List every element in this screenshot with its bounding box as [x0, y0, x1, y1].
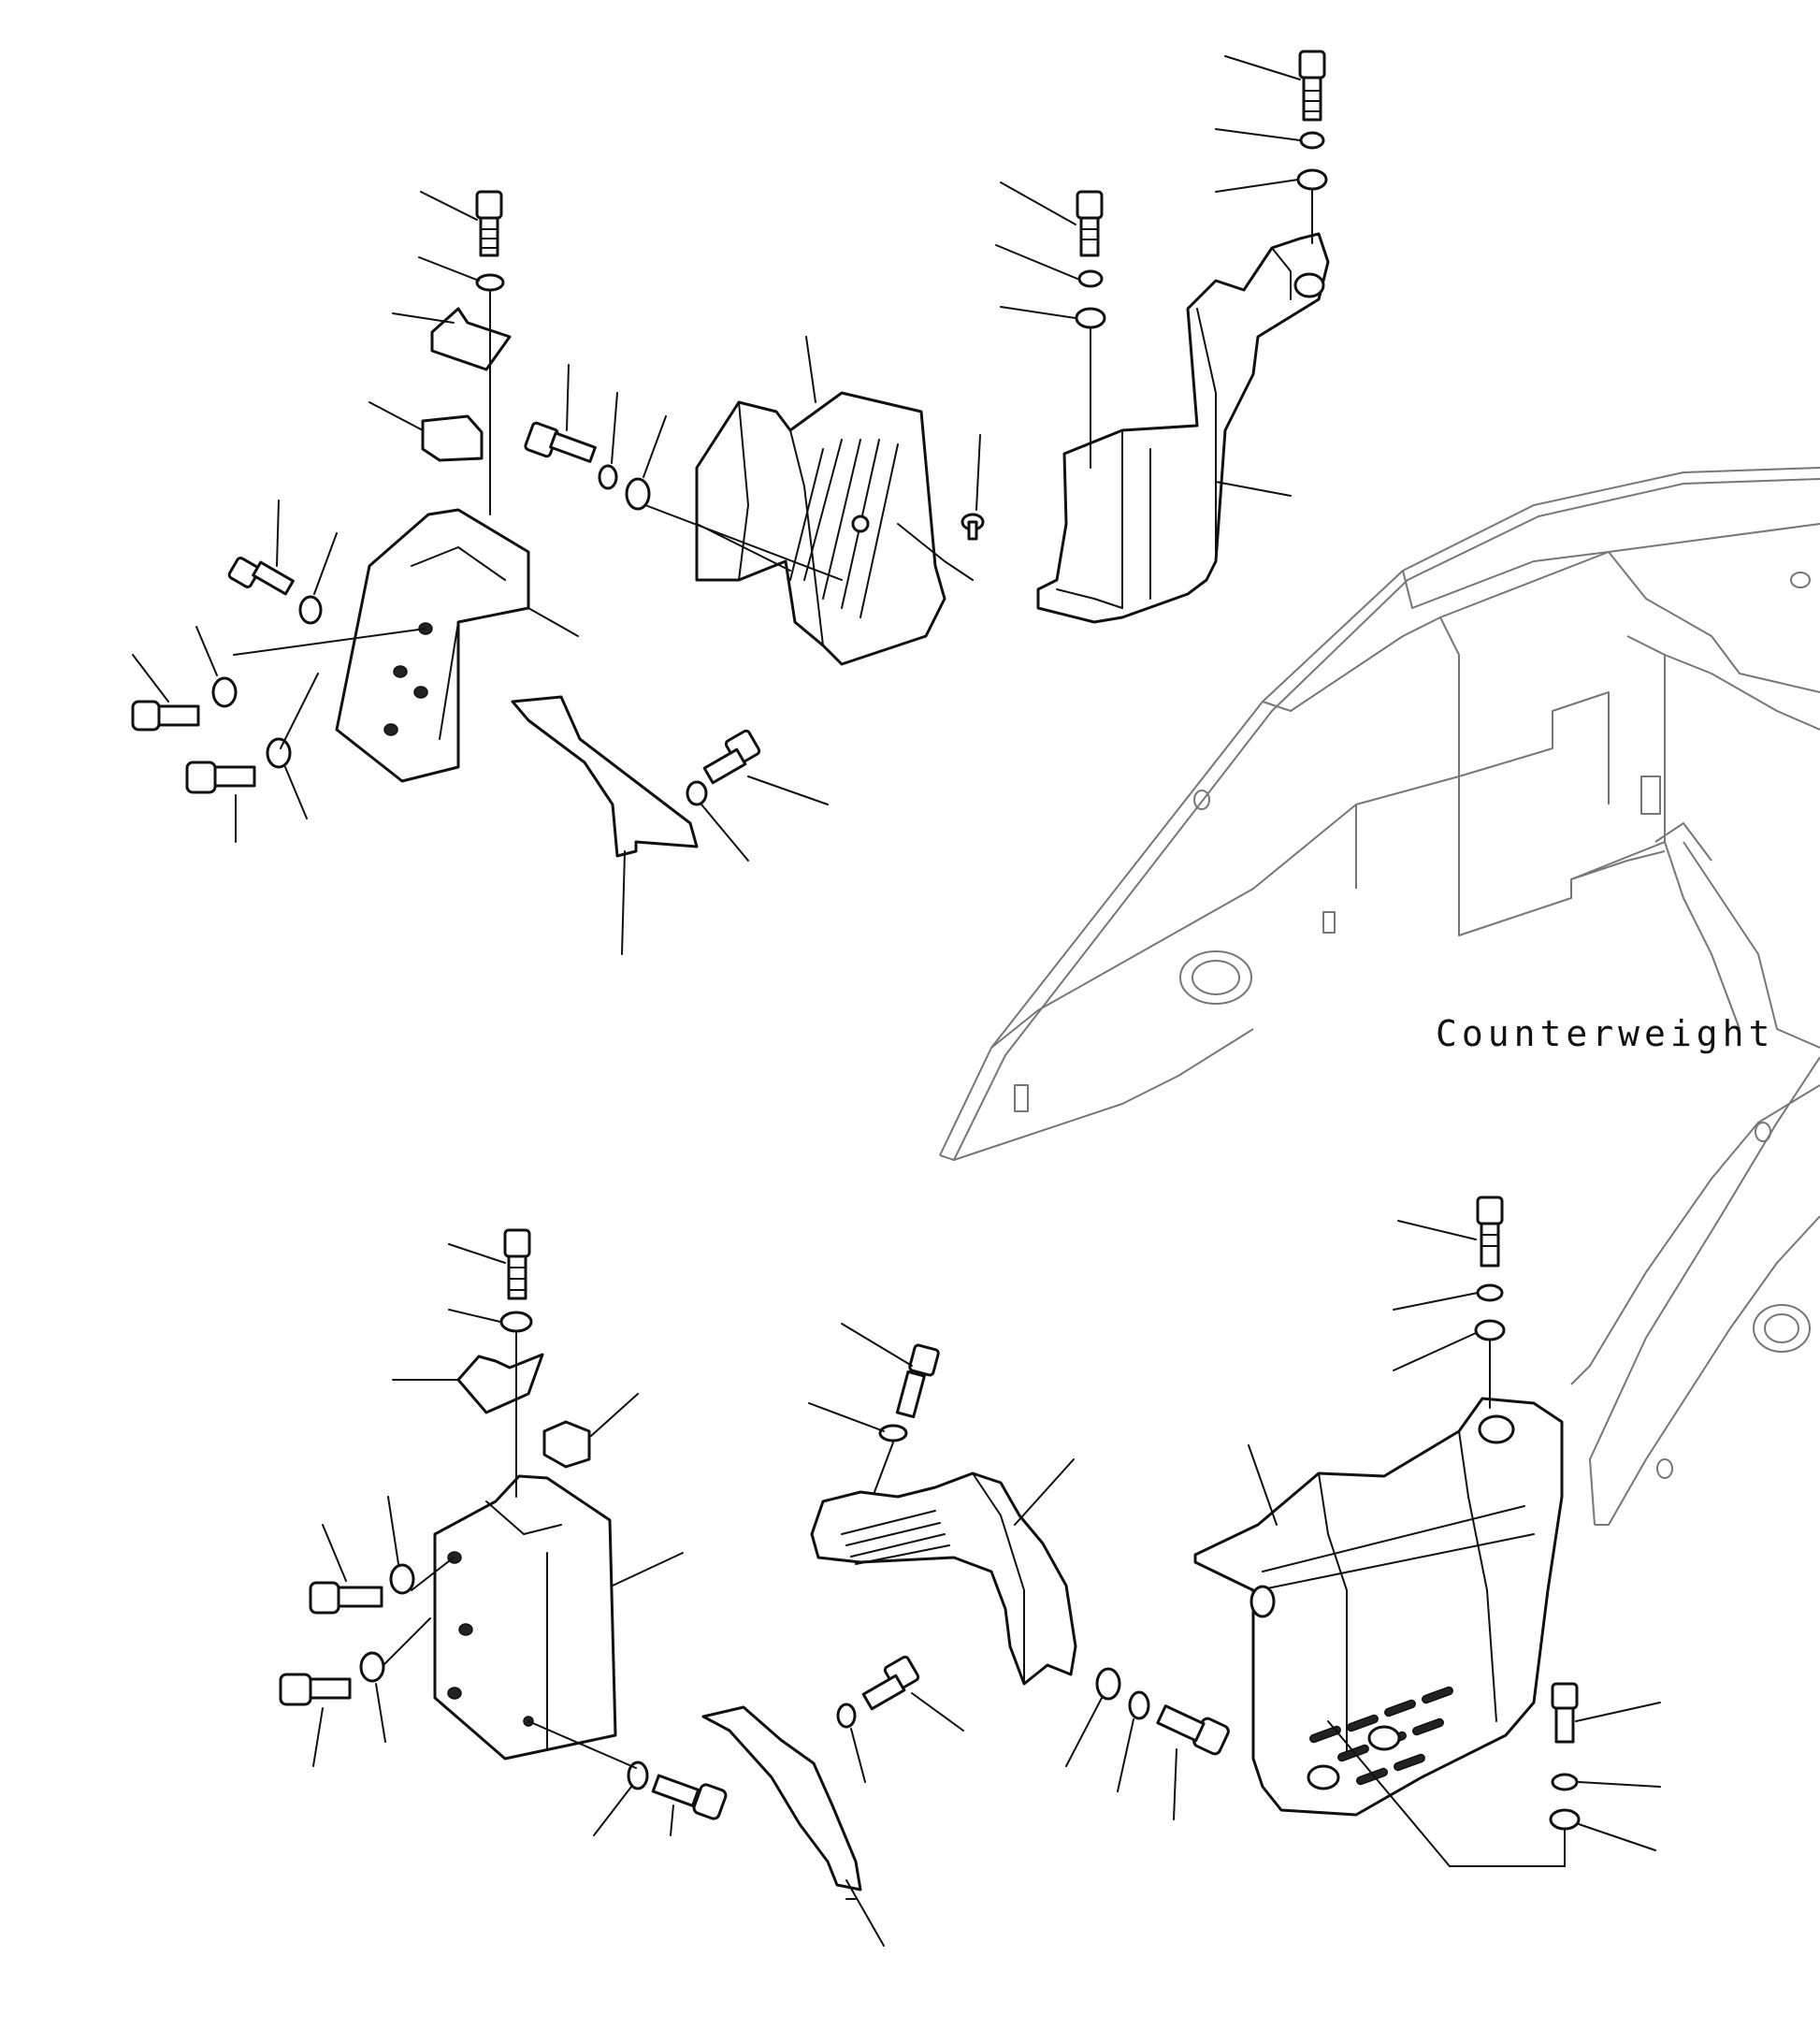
washer-icon — [389, 1563, 415, 1595]
bolt-icon — [651, 1774, 728, 1820]
bolt-icon — [185, 761, 256, 794]
lower-right-step-assembly — [1193, 1196, 1661, 1867]
rivet-icon — [961, 513, 985, 541]
bolt-icon — [1476, 1196, 1504, 1268]
washer-icon — [836, 1703, 857, 1729]
washer-icon — [625, 477, 651, 511]
duct-cover-icon — [695, 391, 946, 666]
air-duct-icon — [1036, 232, 1330, 624]
washer-icon — [211, 676, 238, 708]
bracket-icon — [456, 1353, 544, 1414]
tread-slots — [1307, 1686, 1453, 1790]
side-cover-icon — [433, 1474, 617, 1761]
bolt-icon — [524, 421, 597, 463]
washer-icon — [1551, 1773, 1579, 1791]
bolt-icon — [1076, 190, 1104, 257]
washer-icon — [266, 737, 292, 769]
bolt-icon — [131, 700, 200, 732]
bolt-icon — [279, 1673, 352, 1706]
upper-right-duct-assembly — [995, 50, 1330, 624]
washer-icon — [359, 1651, 385, 1683]
washer-icon — [1299, 131, 1325, 150]
washer-icon — [1549, 1808, 1581, 1831]
washer-icon — [1075, 307, 1106, 329]
bolt-icon — [1156, 1704, 1230, 1756]
rubber-block-icon — [421, 414, 484, 462]
fender-plate-icon — [511, 695, 699, 858]
washer-icon — [1095, 1667, 1121, 1701]
washer-icon — [686, 780, 708, 806]
rubber-block-icon — [542, 1420, 591, 1469]
bolt-icon — [309, 1581, 383, 1615]
counterweight-label: Counterweight — [1436, 1013, 1774, 1054]
counterweight-outline — [939, 467, 1820, 1526]
washer-icon — [1128, 1690, 1150, 1720]
washer-icon — [1476, 1283, 1504, 1302]
fender-plate-icon — [701, 1705, 862, 1891]
upper-left-cover-assembly — [131, 190, 829, 955]
bolt-icon — [475, 190, 503, 257]
bolt-icon — [702, 729, 761, 785]
lower-left-cover-assembly — [279, 1228, 964, 1947]
washer-icon — [499, 1311, 533, 1333]
bolt-icon — [895, 1343, 940, 1419]
bolt-icon — [1551, 1682, 1579, 1744]
upper-middle-duct-assembly — [524, 336, 985, 666]
washer-icon — [298, 595, 323, 625]
washer-icon — [1296, 168, 1328, 191]
bolt-icon — [861, 1655, 920, 1711]
bolt-icon — [503, 1228, 531, 1300]
side-cover-icon — [335, 508, 530, 783]
bolt-icon — [1298, 50, 1326, 122]
washer-icon — [598, 464, 618, 490]
bracket-icon — [430, 307, 512, 371]
washer-icon — [1474, 1319, 1506, 1341]
washer-icon — [475, 273, 505, 292]
lower-middle-duct-assembly — [808, 1323, 1230, 1820]
washer-icon — [627, 1761, 649, 1790]
step-cover-icon — [1193, 1397, 1564, 1817]
bolt-icon — [227, 557, 295, 596]
washer-icon — [878, 1424, 908, 1442]
washer-icon — [1077, 269, 1104, 288]
duct-cover-icon — [810, 1471, 1077, 1686]
